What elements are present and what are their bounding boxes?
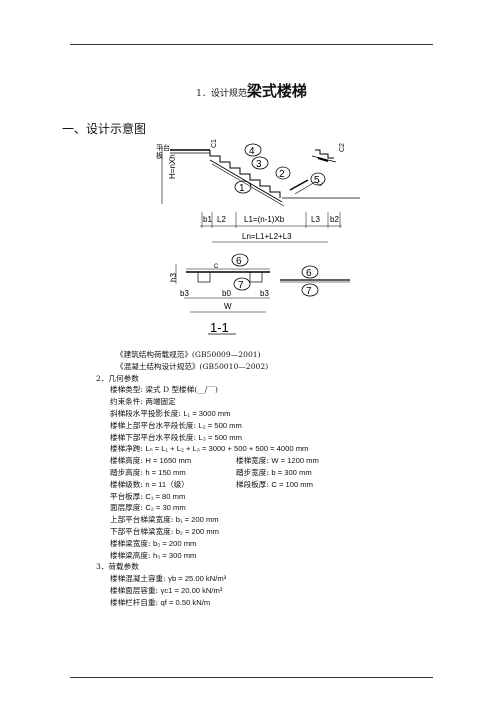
footer-rule [70,677,433,678]
geom-b2: 下部平台梯梁宽度: b₂ = 200 mm [110,526,219,536]
section-heading-diagram: 一、设计示意图 [62,122,147,136]
load-concrete: 楼梯混凝土容重: γb = 25.00 kN/m³ [110,574,227,584]
callout-4: 4 [244,143,262,157]
code-ref-2: 《混凝土结构设计规范》(GB50010—2002) [116,361,269,371]
label-pingtai: 平台 [156,143,170,152]
geom-l3: 楼梯下部平台水平段长度: L₃ = 500 mm [110,432,242,442]
label-c: C [316,180,325,188]
svg-text:6: 6 [236,256,242,267]
label-c2: C2 [339,143,346,152]
callout-6b: 6 [301,265,319,279]
label-c-section: C [214,264,219,270]
page-title: 1．设计规范梁式楼梯 [0,80,503,101]
callout-5: 5 [310,172,326,186]
callout-7: 7 [233,277,251,291]
svg-text:4: 4 [249,146,255,157]
dim-l2: L2 [217,215,226,224]
geom-h3: 楼梯梁高度: h₃ = 300 mm [110,550,197,560]
callout-3: 3 [251,156,269,170]
dim-b0: b0 [222,289,231,298]
dim-b1: b1 [203,215,212,224]
dim-l3: L3 [311,215,320,224]
geom-n-c: 楼梯级数: n = 11（级）梯段板厚: C = 100 mm [110,479,313,489]
geom-b3: 楼梯梁宽度: b₃ = 200 mm [110,538,197,548]
geom-l2: 楼梯上部平台水平段长度: L₂ = 500 mm [110,420,242,430]
callout-6: 6 [231,253,249,267]
geom-type: 楼梯类型: 梁式 D 型楼梯(__/‾‾) [110,385,218,395]
label-c1: C1 [211,139,218,148]
svg-text:1: 1 [239,183,245,194]
geom-ln: 楼梯净跨: Lₙ = L₁ + L₂ + L₃ = 3000 + 500 + 5… [110,444,309,454]
callout-2: 2 [275,166,291,180]
dim-h3: h3 [169,273,178,282]
geom-l1: 斜梯段水平投影长度: L₁ = 3000 mm [110,408,231,418]
geom-b1: 上部平台梯梁宽度: b₁ = 200 mm [110,515,219,525]
dim-l1: L1=(n-1)Xb [244,215,285,224]
dim-h-label: H=nXh [168,154,177,179]
parameter-text: 《建筑结构荷载规范》(GB50009—2001) 《混凝土结构设计规范》(GB5… [96,349,476,609]
geom-c2: 面层厚度: C₂ = 30 mm [110,503,186,513]
geom-c1: 平台板厚: C₁ = 80 mm [110,491,186,501]
dim-b2: b2 [330,215,339,224]
svg-text:3: 3 [256,159,262,170]
dim-total: Ln=L1+L2+L3 [242,232,292,241]
load-railing: 楼梯栏杆自重: qf = 0.50 kN/m [110,597,211,607]
svg-text:5: 5 [314,175,320,186]
callout-7b: 7 [301,283,319,297]
svg-text:7: 7 [238,280,244,291]
header-rule [70,44,433,45]
callout-1: 1 [234,180,252,194]
geom-constraint: 约束条件: 两端固定 [110,397,176,407]
svg-text:7: 7 [306,286,312,297]
dim-w: W [224,302,232,311]
load-heading: 3．荷载参数 [96,562,139,572]
load-surface: 楼梯面层容重: γc1 = 20.00 kN/m³ [110,585,223,595]
geom-heading: 2．几何参数 [96,373,139,383]
label-ban: 板 [156,151,163,160]
stair-diagram: H=nXh 平台 板 C1 C2 C 4 3 2 1 5 b1 L2 L1=(n… [156,139,360,335]
title-prefix: 1．设计规范 [196,89,247,99]
dim-b3-right: b3 [260,289,269,298]
section-label: 1-1 [210,320,229,335]
code-ref-1: 《建筑结构荷载规范》(GB50009—2001) [116,350,261,359]
svg-text:6: 6 [306,268,312,279]
svg-text:2: 2 [279,169,285,180]
dim-b3-left: b3 [180,289,189,298]
title-main: 梁式楼梯 [246,82,307,100]
